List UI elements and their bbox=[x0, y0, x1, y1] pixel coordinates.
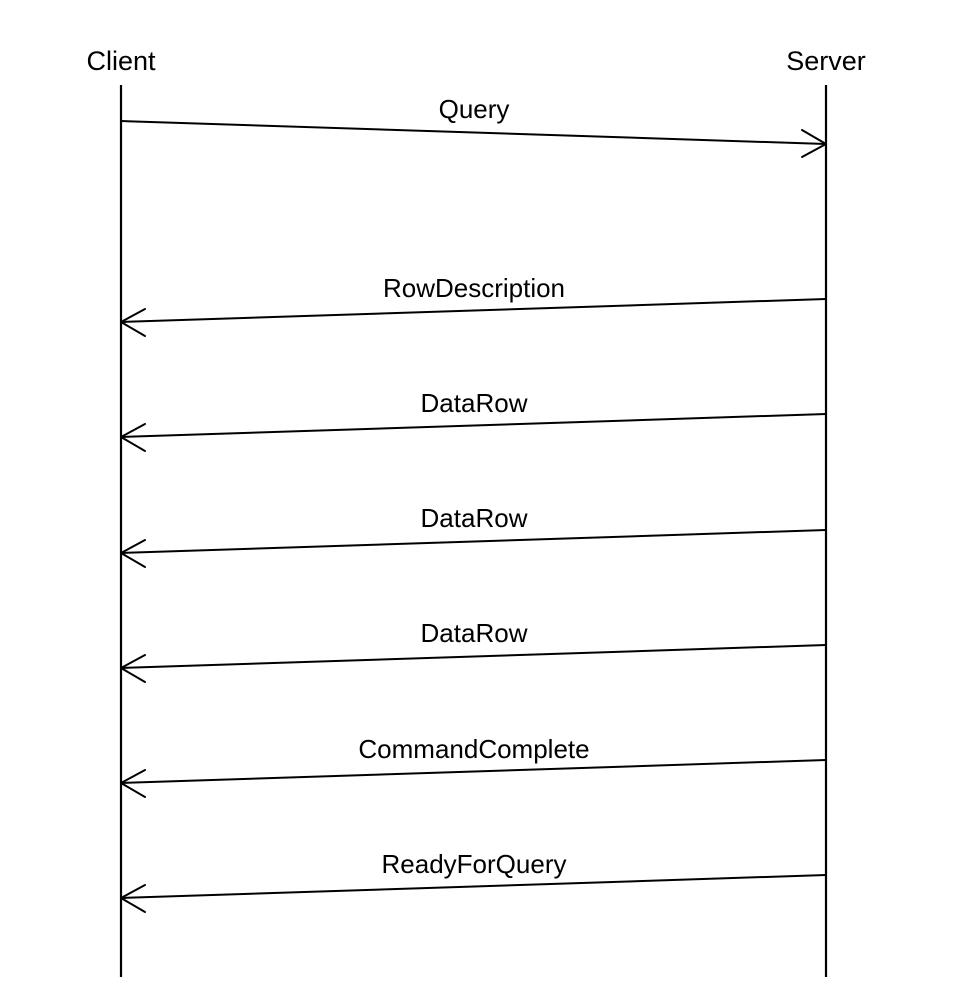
arrowhead-left-icon bbox=[120, 884, 146, 913]
message-datarow-3: DataRow bbox=[120, 618, 827, 683]
arrowhead-left-icon bbox=[120, 308, 146, 337]
participant-client-label: Client bbox=[86, 46, 156, 76]
message-line bbox=[120, 759, 827, 784]
message-line bbox=[120, 120, 827, 145]
message-datarow-2: DataRow bbox=[120, 503, 827, 568]
arrowhead-left-icon bbox=[120, 654, 146, 683]
message-label: ReadyForQuery bbox=[382, 849, 567, 879]
message-label: Query bbox=[439, 94, 510, 124]
message-line bbox=[120, 529, 827, 554]
message-commandcomplete: CommandComplete bbox=[120, 734, 827, 798]
message-label: DataRow bbox=[421, 388, 528, 418]
message-line bbox=[120, 874, 827, 899]
participant-server-label: Server bbox=[786, 46, 866, 76]
message-line bbox=[120, 298, 827, 323]
message-label: DataRow bbox=[421, 618, 528, 648]
arrowhead-left-icon bbox=[120, 539, 146, 568]
arrowhead-left-icon bbox=[120, 423, 146, 452]
message-readyforquery: ReadyForQuery bbox=[120, 849, 827, 913]
message-query: Query bbox=[120, 94, 827, 158]
message-datarow-1: DataRow bbox=[120, 388, 827, 452]
message-label: RowDescription bbox=[383, 273, 565, 303]
arrowhead-right-icon bbox=[801, 129, 827, 158]
message-line bbox=[120, 413, 827, 438]
arrowhead-left-icon bbox=[120, 769, 146, 798]
message-rowdescription: RowDescription bbox=[120, 273, 827, 337]
message-label: DataRow bbox=[421, 503, 528, 533]
message-label: CommandComplete bbox=[358, 734, 589, 764]
message-line bbox=[120, 644, 827, 669]
